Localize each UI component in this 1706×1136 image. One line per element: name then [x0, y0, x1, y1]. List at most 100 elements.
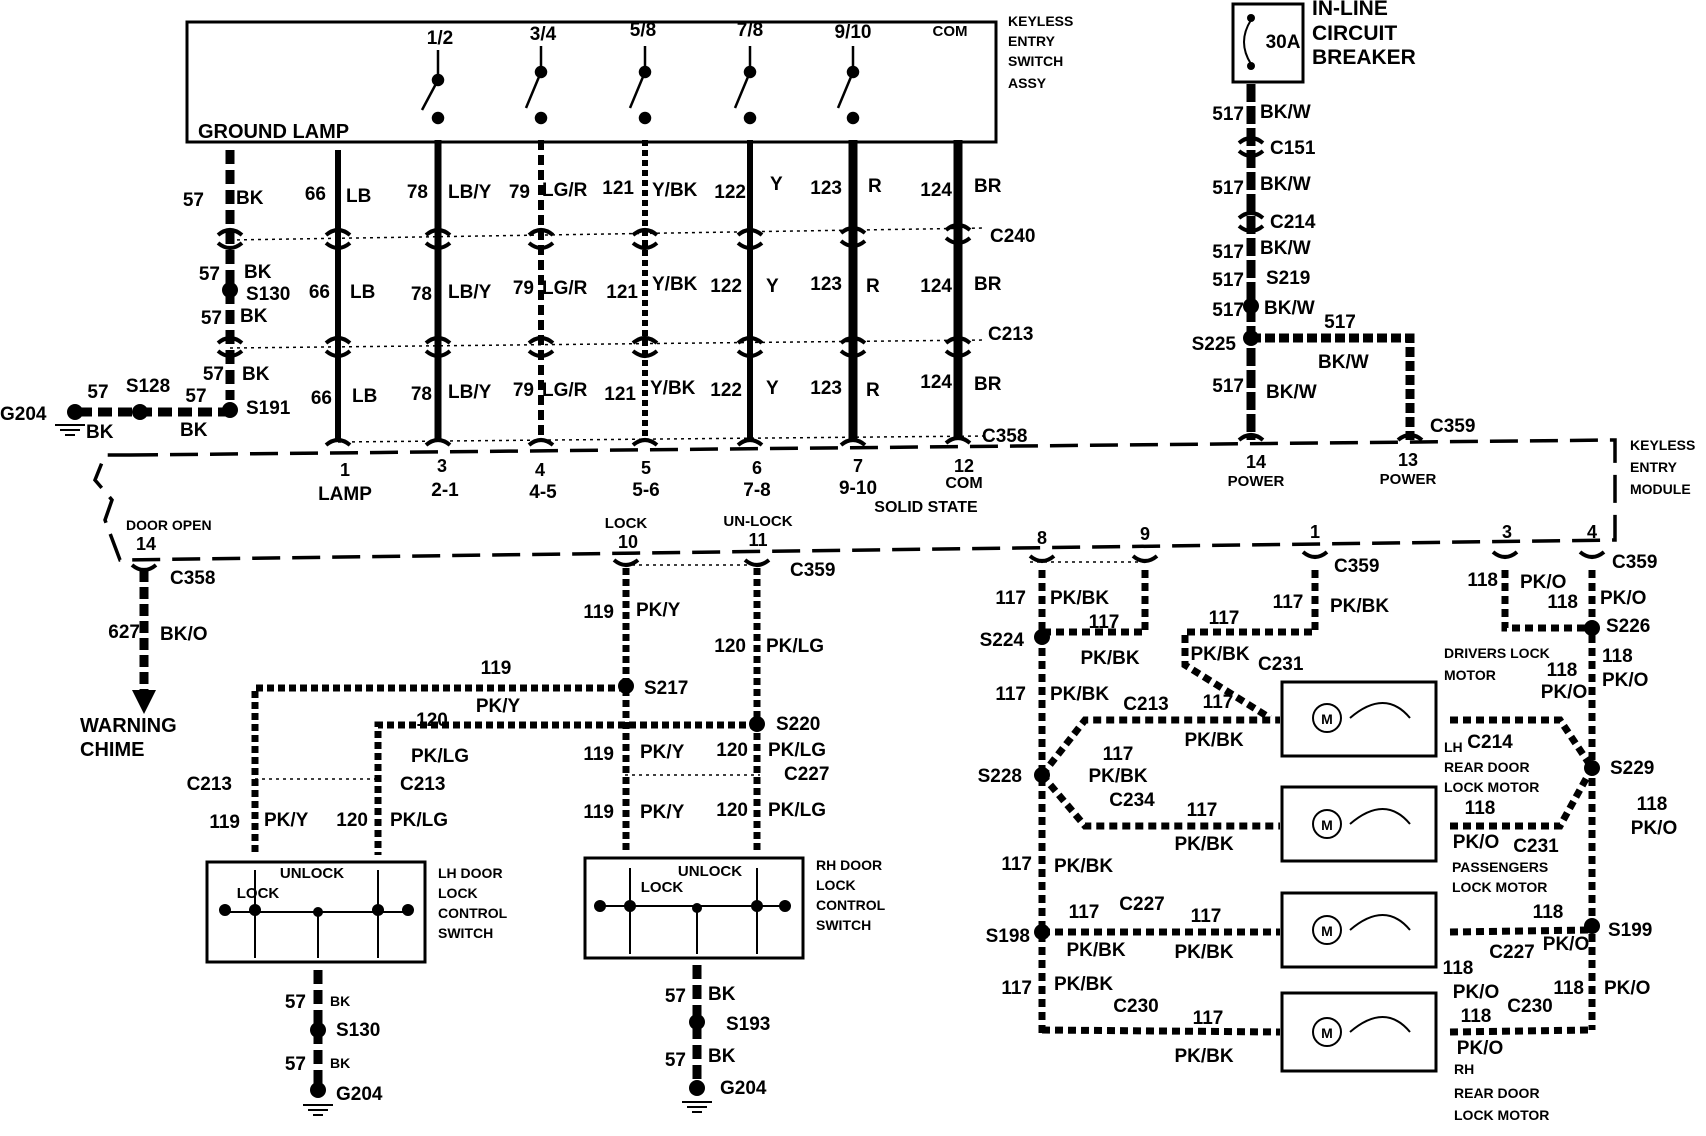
label-rg-57-a: 57 — [665, 986, 686, 1007]
label-br-a: BR — [974, 176, 1002, 197]
label-motor-m4: M — [1321, 1025, 1333, 1041]
splice-dots — [67, 282, 1600, 1098]
label-s130-a: S130 — [246, 284, 290, 305]
label-pass-1: PASSENGERS — [1452, 859, 1548, 875]
label-lgr-b: LG/R — [542, 278, 588, 299]
label-w119-e: 119 — [209, 812, 240, 833]
label-w118-b: 118 — [1547, 592, 1578, 613]
label-pin-4r: 4 — [1587, 522, 1597, 542]
label-w123-b: 123 — [810, 274, 842, 295]
label-c358-low: C358 — [170, 568, 215, 589]
label-w78-a: 78 — [407, 182, 428, 203]
label-bkw-e: BK/W — [1264, 298, 1315, 319]
label-c358-top: C358 — [982, 426, 1027, 447]
label-pin-9: 9 — [1140, 524, 1150, 544]
label-lh-unlock: UNLOCK — [280, 865, 344, 882]
label-w117-b: 117 — [1273, 592, 1304, 613]
label-pin-3-name: 2-1 — [431, 480, 459, 501]
label-c359-mid: C359 — [790, 560, 835, 581]
label-pklg-b: PK/LG — [411, 746, 469, 767]
label-c213-r: C213 — [1123, 694, 1168, 715]
label-pin-14: 14 — [136, 534, 156, 554]
label-pin-7-name: 9-10 — [839, 478, 877, 499]
label-keyless-switch-3: SWITCH — [1008, 53, 1063, 69]
label-lh-sw-4: SWITCH — [438, 925, 493, 941]
label-lb-b: LB — [350, 282, 375, 303]
label-c214-r: C214 — [1467, 732, 1513, 753]
label-pko-a: PK/O — [1520, 572, 1566, 593]
label-w120-b: 120 — [416, 710, 448, 731]
label-rh-sw-2: LOCK — [816, 877, 856, 893]
circuit-breaker-box — [1231, 2, 1305, 84]
label-w118-g: 118 — [1533, 902, 1564, 923]
label-br-c: BR — [974, 374, 1002, 395]
label-pin-7: 7 — [853, 456, 863, 476]
label-breaker-3: BREAKER — [1312, 46, 1416, 69]
label-lg-s130: S130 — [336, 1020, 380, 1041]
label-rg-s193: S193 — [726, 1014, 770, 1035]
label-pko-g: PK/O — [1543, 934, 1589, 955]
switch-internals — [219, 868, 791, 958]
label-c359-r2: C359 — [1612, 552, 1657, 573]
label-pkbk-d: PK/BK — [1190, 644, 1249, 665]
label-breaker-1: IN-LINE — [1312, 0, 1388, 20]
label-s228: S228 — [978, 766, 1022, 787]
label-ybk-a: Y/BK — [652, 180, 698, 201]
label-unlock: UN-LOCK — [723, 513, 792, 530]
label-w117-i: 117 — [1001, 854, 1032, 875]
label-switch-pos-9-10: 9/10 — [835, 22, 872, 43]
label-w78-b: 78 — [411, 284, 432, 305]
label-lby-a: LB/Y — [448, 182, 492, 203]
label-rg-bk-a: BK — [708, 984, 736, 1005]
label-pkbk-c: PK/BK — [1080, 648, 1139, 669]
label-lh-rear-3: LOCK MOTOR — [1444, 779, 1539, 795]
label-w117-l: 117 — [1001, 978, 1032, 999]
label-ground-lamp: GROUND LAMP — [198, 121, 349, 143]
label-pin-1: 1 — [340, 460, 350, 480]
label-w79-a: 79 — [509, 182, 530, 203]
label-bk-e: BK — [86, 422, 114, 443]
label-c214-top: C214 — [1270, 212, 1316, 233]
label-c213-top: C213 — [988, 324, 1033, 345]
label-w124-a: 124 — [920, 180, 952, 201]
label-c231-r: C231 — [1513, 836, 1559, 857]
label-bkw-c: BK/W — [1260, 238, 1311, 259]
label-pin-5-name: 5-6 — [632, 480, 659, 501]
label-s128: S128 — [126, 376, 170, 397]
label-c230-r: C230 — [1507, 996, 1552, 1017]
label-pin-14p: 14 — [1246, 452, 1266, 472]
label-w79-b: 79 — [513, 278, 534, 299]
label-y-c: Y — [766, 378, 779, 399]
label-c359-top: C359 — [1430, 416, 1475, 437]
label-w117-e: 117 — [995, 684, 1026, 705]
label-w517-g: 517 — [1212, 376, 1244, 397]
label-pkbk-f: PK/BK — [1184, 730, 1243, 751]
label-pkbk-g: PK/BK — [1088, 766, 1147, 787]
label-pin-6-name: 7-8 — [743, 480, 770, 501]
label-rg-g204: G204 — [720, 1078, 767, 1099]
label-bk-d: BK — [242, 364, 270, 385]
label-br-b: BR — [974, 274, 1002, 295]
label-w66-b: 66 — [309, 282, 330, 303]
label-w117-a: 117 — [995, 588, 1026, 609]
label-bkw-b: BK/W — [1260, 174, 1311, 195]
label-c231-top: C231 — [1258, 654, 1304, 675]
label-pky-b: PK/Y — [476, 696, 521, 717]
label-lg-g204: G204 — [336, 1084, 383, 1105]
label-bk-a: BK — [236, 188, 264, 209]
label-w517-d: 517 — [1212, 270, 1244, 291]
label-pin-13p: 13 — [1398, 450, 1418, 470]
label-lg-57-b: 57 — [285, 1054, 306, 1075]
label-r-b: R — [866, 276, 880, 297]
label-w120-a: 120 — [714, 636, 746, 657]
label-w120-c: 120 — [716, 740, 748, 761]
label-pklg-c: PK/LG — [768, 740, 826, 761]
label-keyless-switch-4: ASSY — [1008, 75, 1047, 91]
label-pko-b: PK/O — [1600, 588, 1646, 609]
label-lh-sw-2: LOCK — [438, 885, 478, 901]
label-c213-l2: C213 — [400, 774, 445, 795]
label-w517-b: 517 — [1212, 178, 1244, 199]
label-w117-m: 117 — [1193, 1008, 1224, 1029]
label-w517-c: 517 — [1212, 242, 1244, 263]
label-pin-6: 6 — [752, 458, 762, 478]
